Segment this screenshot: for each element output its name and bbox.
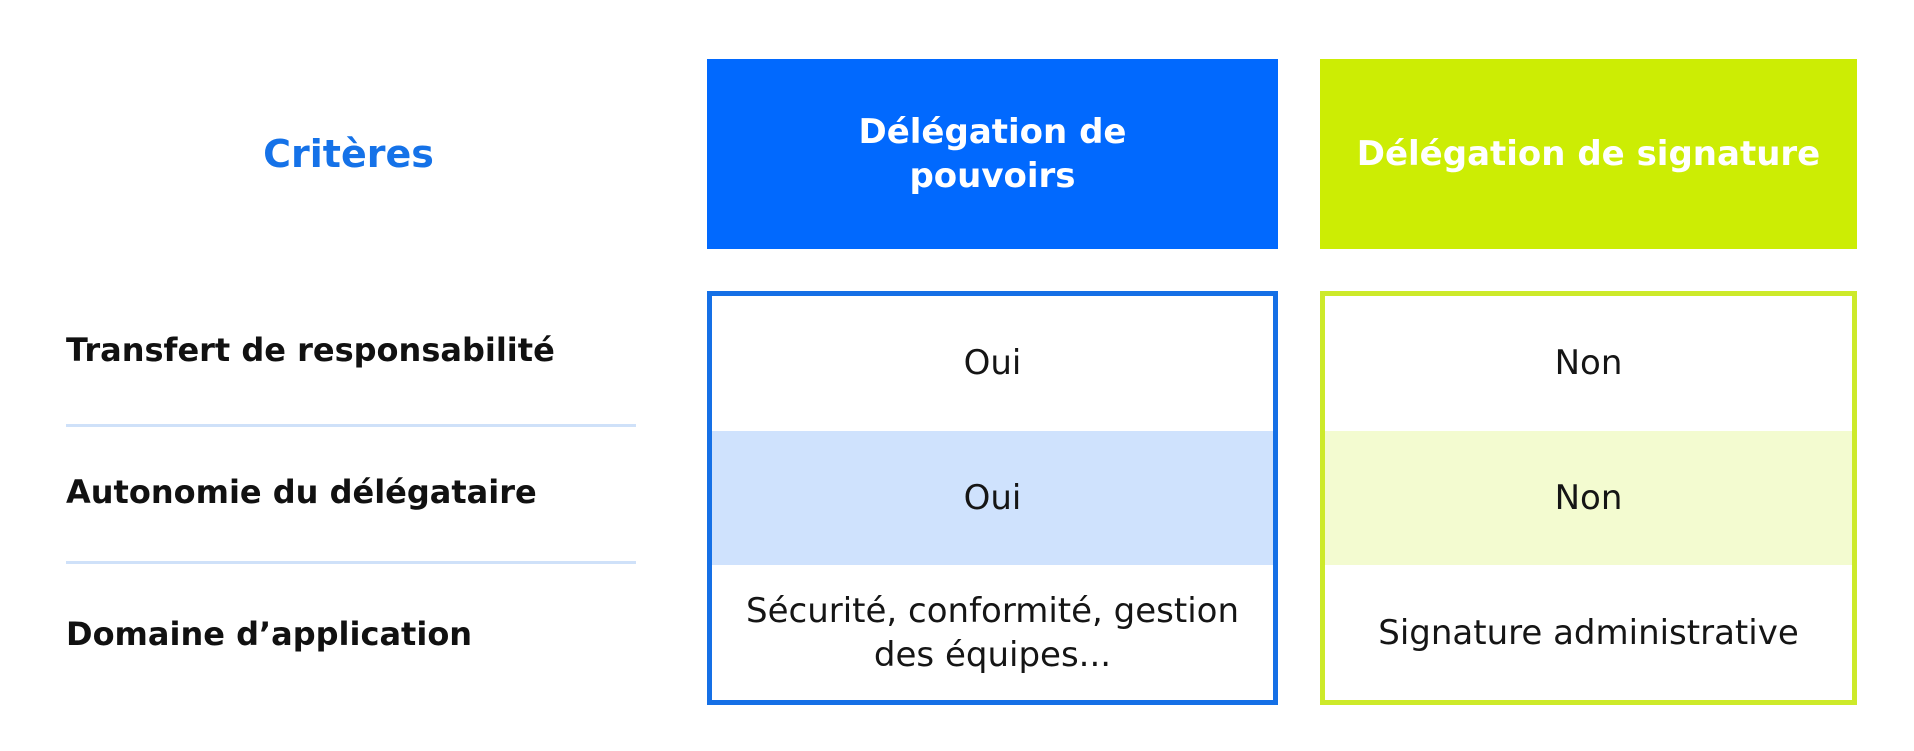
row-label-transfert: Transfert de responsabilité bbox=[66, 331, 555, 369]
row-label-domaine: Domaine d’application bbox=[66, 615, 473, 653]
cell-autonomie-signature: Non bbox=[1325, 430, 1852, 566]
row-label-autonomie: Autonomie du délégataire bbox=[66, 473, 537, 511]
column-header-delegation-pouvoirs: Délégation de pouvoirs bbox=[707, 59, 1278, 249]
cell-transfert-signature: Non bbox=[1554, 343, 1623, 384]
column-delegation-signature: Non Non Signature administrative bbox=[1320, 291, 1857, 705]
row-divider bbox=[66, 561, 636, 564]
criteria-heading: Critères bbox=[263, 132, 434, 176]
cell-transfert-pouvoirs: Oui bbox=[963, 343, 1022, 384]
column-header-delegation-signature: Délégation de signature bbox=[1320, 59, 1857, 249]
row-divider bbox=[66, 424, 636, 427]
column-delegation-pouvoirs: Oui Oui Sécurité, conformité, gestion de… bbox=[707, 291, 1278, 705]
cell-domaine-signature: Signature administrative bbox=[1378, 612, 1799, 653]
cell-autonomie-pouvoirs: Oui bbox=[712, 430, 1273, 566]
cell-domaine-pouvoirs: Sécurité, conformité, gestion des équipe… bbox=[746, 590, 1239, 675]
